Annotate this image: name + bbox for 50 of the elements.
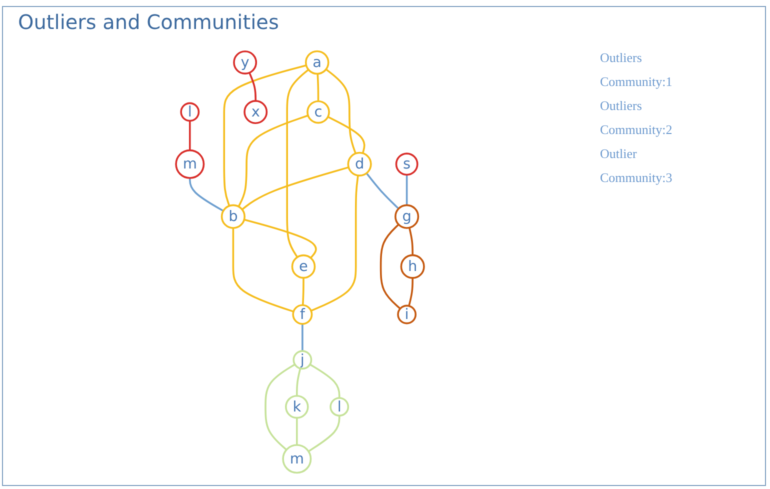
node-circle: i bbox=[397, 304, 417, 324]
node-circle: m bbox=[282, 444, 312, 474]
connector bbox=[223, 64, 306, 206]
connector bbox=[328, 116, 366, 154]
node-circle: e bbox=[291, 254, 316, 279]
connector bbox=[244, 218, 317, 259]
connector bbox=[296, 368, 302, 396]
connector bbox=[408, 228, 414, 256]
connector bbox=[296, 418, 298, 446]
node-circle: d bbox=[347, 152, 372, 176]
connector bbox=[310, 175, 359, 312]
group-label: Community:2 bbox=[600, 122, 674, 138]
node-circle: h bbox=[400, 254, 425, 279]
node-circle: k bbox=[285, 394, 309, 419]
node-circle: l bbox=[180, 102, 200, 122]
connector bbox=[308, 416, 340, 452]
group-label: Outliers bbox=[600, 98, 643, 114]
connector bbox=[366, 172, 400, 210]
connector bbox=[408, 278, 414, 306]
connector bbox=[286, 68, 310, 258]
node-circle: j bbox=[292, 350, 312, 370]
connector bbox=[302, 324, 304, 352]
group-label: Outlier bbox=[600, 146, 638, 162]
connector bbox=[242, 166, 349, 210]
node-circle: c bbox=[306, 100, 330, 124]
group-label: Community:3 bbox=[600, 170, 674, 186]
connector bbox=[316, 74, 320, 102]
node-circle: l bbox=[330, 397, 350, 417]
connector bbox=[302, 278, 304, 306]
connector bbox=[188, 120, 191, 150]
connector bbox=[380, 224, 401, 310]
connector bbox=[188, 178, 224, 212]
connector bbox=[325, 68, 356, 154]
connector bbox=[232, 228, 294, 312]
connector bbox=[264, 364, 296, 450]
connector bbox=[310, 364, 340, 398]
diagram-title: Outliers and Communities bbox=[18, 10, 279, 34]
node-circle: g bbox=[394, 204, 420, 229]
node-circle: f bbox=[292, 304, 313, 325]
node-circle: m bbox=[175, 149, 205, 179]
connector bbox=[238, 114, 308, 207]
node-circle: b bbox=[220, 204, 246, 229]
node-circle: s bbox=[395, 152, 418, 176]
node-circle: a bbox=[304, 50, 330, 75]
node-circle: x bbox=[244, 100, 268, 124]
node-circle: y bbox=[233, 50, 258, 74]
connector bbox=[248, 72, 257, 101]
connector bbox=[406, 174, 408, 206]
group-label: Outliers bbox=[600, 50, 643, 66]
group-label: Community:1 bbox=[600, 74, 674, 90]
